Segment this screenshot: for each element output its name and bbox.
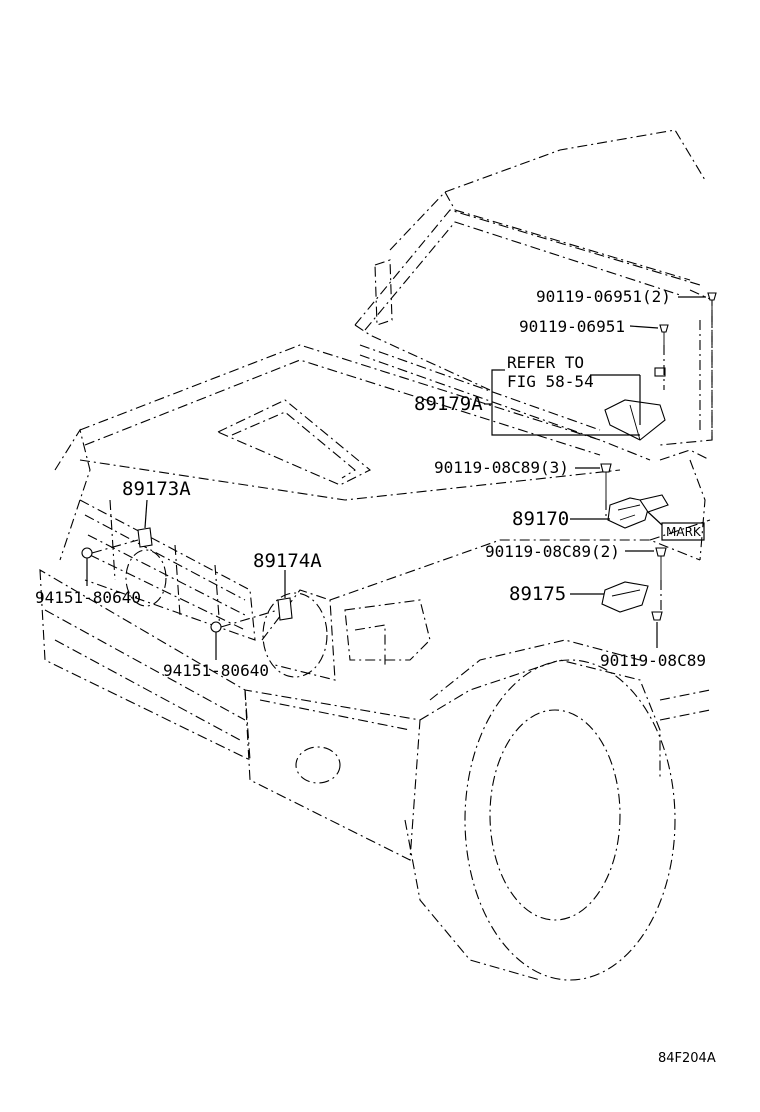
- label-90119-08c89-2: 90119-08C89(2): [485, 542, 620, 561]
- label-90119-06951: 90119-06951: [519, 317, 625, 336]
- label-90119-08c89: 90119-08C89: [600, 651, 706, 670]
- vehicle-outline: [39, 129, 713, 981]
- label-refer-to: REFER TO: [507, 353, 584, 372]
- figure-code: 84F204A: [658, 1051, 716, 1066]
- label-89170: 89170: [512, 508, 569, 530]
- label-94151-80640-left: 94151-80640: [35, 588, 141, 607]
- label-89173a: 89173A: [122, 478, 191, 500]
- label-90119-06951-2: 90119-06951(2): [536, 287, 671, 306]
- part-shapes: [81, 292, 717, 633]
- label-94151-80640-right: 94151-80640: [163, 661, 269, 680]
- label-89174a: 89174A: [253, 550, 322, 572]
- part-labels: 90119-06951(2) 90119-06951 REFER TO FIG …: [35, 287, 716, 1066]
- label-89179a: 89179A: [414, 393, 483, 415]
- label-89175: 89175: [509, 583, 566, 605]
- label-fig-58-54: FIG 58-54: [507, 372, 594, 391]
- label-mark: MARK: [666, 525, 702, 539]
- label-90119-08c89-3: 90119-08C89(3): [434, 458, 569, 477]
- leader-lines: [86, 296, 713, 660]
